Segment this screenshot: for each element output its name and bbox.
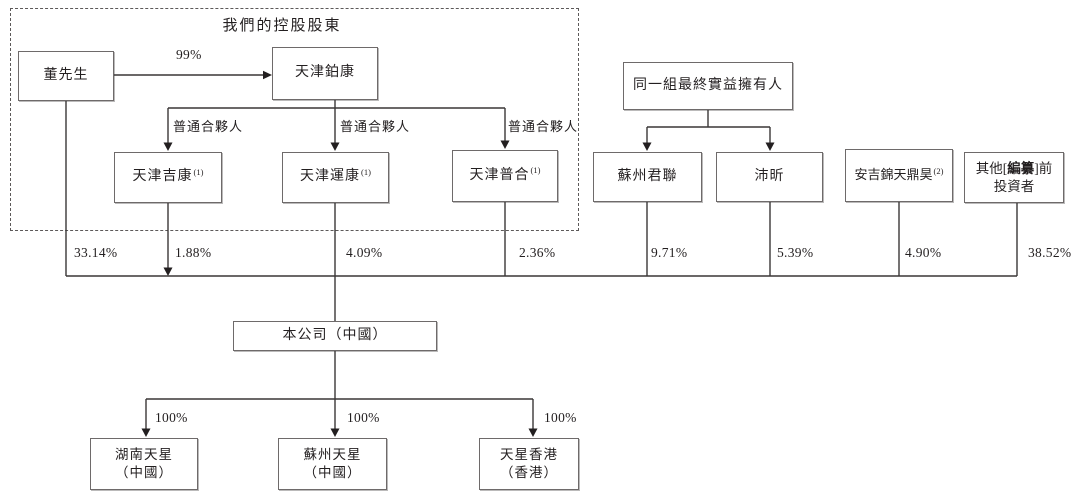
pct-tianjin-puhe: 2.36% <box>519 245 556 260</box>
node-suzhou-tianxing: 蘇州天星 （中國） <box>278 438 387 490</box>
pct-hunan-tianxing: 100% <box>155 410 188 425</box>
node-other-pre-investors: 其他[編纂]前 投資者 <box>964 152 1064 203</box>
node-company: 本公司（中國） <box>233 321 437 351</box>
pct-peixin: 5.39% <box>777 245 814 260</box>
pct-tianjin-jikang: 1.88% <box>175 245 212 260</box>
controlling-shareholders-frame <box>10 8 579 231</box>
node-tianjin-puhe: 天津普合(1) <box>452 150 558 202</box>
node-tianjin-yunkang: 天津運康(1) <box>282 152 389 203</box>
node-anji-jintian-dinghao: 安吉錦天鼎昊(2) <box>845 149 953 202</box>
node-ubo-group: 同一組最終實益擁有人 <box>623 62 793 110</box>
pct-tianxing-hk: 100% <box>544 410 577 425</box>
pct-suzhou-tianxing: 100% <box>347 410 380 425</box>
gp-label-3: 普通合夥人 <box>508 119 579 134</box>
pct-dong-bokang: 99% <box>176 47 202 62</box>
gp-label-1: 普通合夥人 <box>173 119 244 134</box>
gp-label-2: 普通合夥人 <box>340 119 411 134</box>
pct-mr-dong: 33.14% <box>74 245 118 260</box>
node-hunan-tianxing: 湖南天星 （中國） <box>90 438 198 490</box>
node-tianjin-bokang: 天津鉑康 <box>272 47 378 100</box>
footnote-marker: (1) <box>530 165 541 176</box>
pct-suzhou-junlian: 9.71% <box>651 245 688 260</box>
footnote-marker: (2) <box>933 165 944 176</box>
node-peixin: 沛昕 <box>716 152 823 202</box>
controlling-shareholders-title: 我們的控股股東 <box>222 18 342 34</box>
footnote-marker: (1) <box>361 166 371 177</box>
node-tianxing-hk: 天星香港 （香港） <box>479 438 579 490</box>
node-suzhou-junlian: 蘇州君聯 <box>593 152 702 202</box>
footnote-marker: (1) <box>193 166 204 177</box>
pct-other-investors: 38.52% <box>1028 245 1072 260</box>
pct-anji: 4.90% <box>905 245 942 260</box>
node-tianjin-jikang: 天津吉康(1) <box>114 152 222 203</box>
pct-tianjin-yunkang: 4.09% <box>346 245 383 260</box>
node-mr-dong: 董先生 <box>18 51 114 101</box>
